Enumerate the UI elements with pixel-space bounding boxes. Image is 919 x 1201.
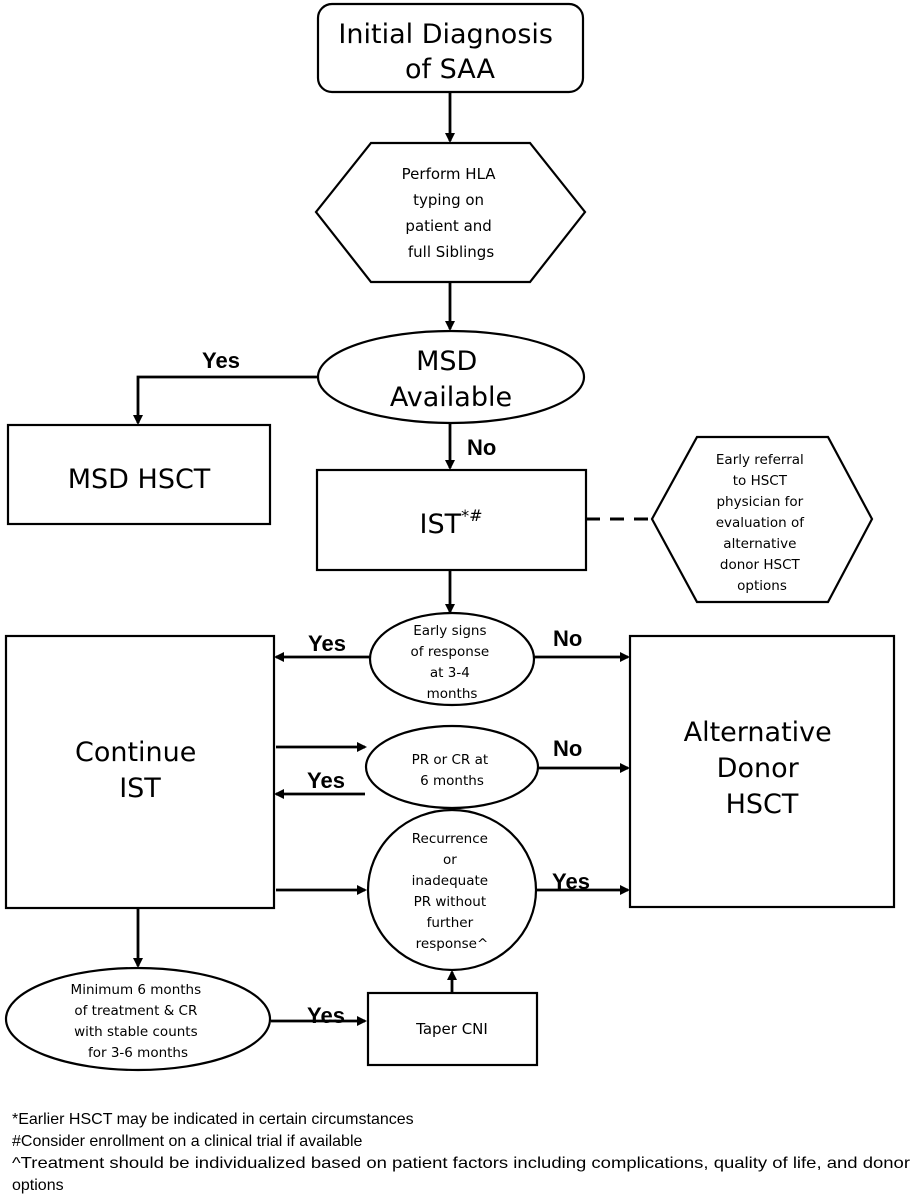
label-early-yes: Yes: [308, 631, 346, 656]
recurrence-line-5: further: [427, 915, 474, 931]
svg-text:Recurrence or inad: Recurrence or inadequate PR without furt…: [412, 831, 493, 952]
svg-text:MSD HSCT: MSD HSCT: [68, 464, 211, 495]
msd-hsct-line-1: MSD HSCT: [68, 464, 211, 495]
early-signs-line-3: at 3-4: [430, 665, 470, 681]
node-ist: IST*#: [315, 468, 588, 572]
label-min-yes: Yes: [307, 1003, 345, 1028]
node-hla-typing: Perform HLA typing on patient and full S…: [314, 141, 587, 284]
svg-text:Minimum 6 months of trea: Minimum 6 months of treatment & CR with …: [71, 982, 206, 1061]
node-early-referral: Early referral to HSCT physician for eva…: [650, 435, 874, 604]
svg-text:Alternative Donor: Alternative Donor HSCT: [684, 717, 841, 820]
node-initial-diagnosis: Initial Diagnosis of SAA: [316, 2, 585, 94]
node-pr-cr-6-months: PR or CR at 6 months: [364, 724, 540, 810]
footnote-1: *Earlier HSCT may be indicated in certai…: [12, 1111, 414, 1128]
alt-donor-line-1: Alternative: [684, 717, 832, 748]
footnote-3: ^Treatment should be individualized base…: [12, 1155, 911, 1172]
min-6m-line-2: of treatment & CR: [74, 1003, 197, 1019]
connectors: [133, 92, 652, 1026]
recurrence-line-6: response^: [416, 936, 489, 952]
node-continue-ist: Continue IST: [4, 634, 276, 910]
ist-text: IST: [419, 509, 461, 540]
svg-text:Taper CNI: Taper CNI: [415, 1020, 488, 1038]
taper-cni-line-1: Taper CNI: [415, 1020, 488, 1038]
recurrence-line-3: inadequate: [412, 873, 488, 889]
early-referral-line-3: physician for: [716, 494, 803, 510]
msd-available-line-2: Available: [390, 382, 512, 413]
msd-available-line-1: MSD: [416, 346, 477, 377]
node-alternative-donor-hsct: Alternative Donor HSCT: [628, 634, 896, 909]
svg-text:Early referral to HSCT: Early referral to HSCT physician for eva…: [716, 452, 809, 594]
initial-diagnosis-line-2: of SAA: [405, 54, 495, 85]
hla-typing-line-2: typing on: [413, 191, 484, 209]
node-recurrence: Recurrence or inadequate PR without furt…: [366, 808, 538, 972]
recurrence-line-1: Recurrence: [412, 831, 488, 847]
early-signs-line-4: months: [427, 686, 478, 702]
alt-donor-line-3: HSCT: [726, 789, 799, 820]
node-msd-available: MSD Available: [316, 329, 586, 425]
min-6m-line-1: Minimum 6 months: [71, 982, 202, 998]
svg-text:Early signs of response: Early signs of response at 3-4 months: [411, 623, 494, 702]
footnotes: *Earlier HSCT may be indicated in certai…: [12, 1111, 911, 1194]
initial-diagnosis-line-1: Initial Diagnosis: [338, 19, 553, 50]
min-6m-line-3: with stable counts: [74, 1024, 198, 1040]
svg-text:Continue IST: Continue IST: [75, 737, 205, 804]
min-6m-line-4: for 3-6 months: [88, 1045, 188, 1061]
ist-superscript: *#: [461, 506, 482, 525]
node-taper-cni: Taper CNI: [366, 991, 539, 1067]
early-referral-line-5: alternative: [723, 536, 796, 552]
pr-cr-line-2: 6 months: [420, 773, 484, 789]
footnote-2: #Consider enrollment on a clinical trial…: [12, 1133, 363, 1150]
hla-typing-line-3: patient and: [405, 217, 491, 235]
edge-labels: Yes No Yes No No Yes Yes Yes: [202, 348, 590, 1028]
svg-text:IST*#: IST*#: [419, 506, 482, 540]
early-referral-line-7: options: [737, 578, 787, 594]
label-pr-yes: Yes: [307, 768, 345, 793]
label-msd-yes: Yes: [202, 348, 240, 373]
alt-donor-line-2: Donor: [717, 753, 800, 784]
arrow-msd-yes-to-msd-hsct: [133, 375, 318, 425]
svg-text:PR or CR at 6 months: PR or CR at 6 months: [412, 752, 493, 789]
hla-typing-line-1: Perform HLA: [402, 165, 497, 183]
early-referral-line-2: to HSCT: [733, 473, 788, 489]
svg-text:MSD Available: MSD Available: [390, 346, 512, 413]
node-minimum-6-months: Minimum 6 months of treatment & CR with …: [4, 966, 272, 1072]
label-recurrence-yes: Yes: [552, 869, 590, 894]
early-signs-line-2: of response: [411, 644, 490, 660]
early-signs-line-1: Early signs: [413, 623, 486, 639]
svg-text:Initial Diagnosis of SAA: Initial Diagnosis of SAA: [338, 19, 561, 85]
hla-typing-line-4: full Siblings: [408, 243, 494, 261]
label-msd-no: No: [467, 435, 496, 460]
recurrence-line-4: PR without: [414, 894, 487, 910]
pr-cr-line-1: PR or CR at: [412, 752, 489, 768]
svg-text:Perform HLA typing on: Perform HLA typing on patient and full S…: [402, 165, 501, 261]
continue-ist-line-1: Continue: [75, 737, 196, 768]
early-referral-line-4: evaluation of: [716, 515, 806, 531]
continue-ist-line-2: IST: [119, 773, 161, 804]
node-early-signs: Early signs of response at 3-4 months: [368, 611, 536, 707]
early-referral-line-1: Early referral: [716, 452, 804, 468]
node-msd-hsct: MSD HSCT: [6, 423, 272, 526]
early-referral-line-6: donor HSCT: [720, 557, 801, 573]
recurrence-line-2: or: [443, 852, 457, 868]
footnote-4: options: [12, 1177, 64, 1194]
label-pr-no: No: [553, 736, 582, 761]
label-early-no: No: [553, 626, 582, 651]
